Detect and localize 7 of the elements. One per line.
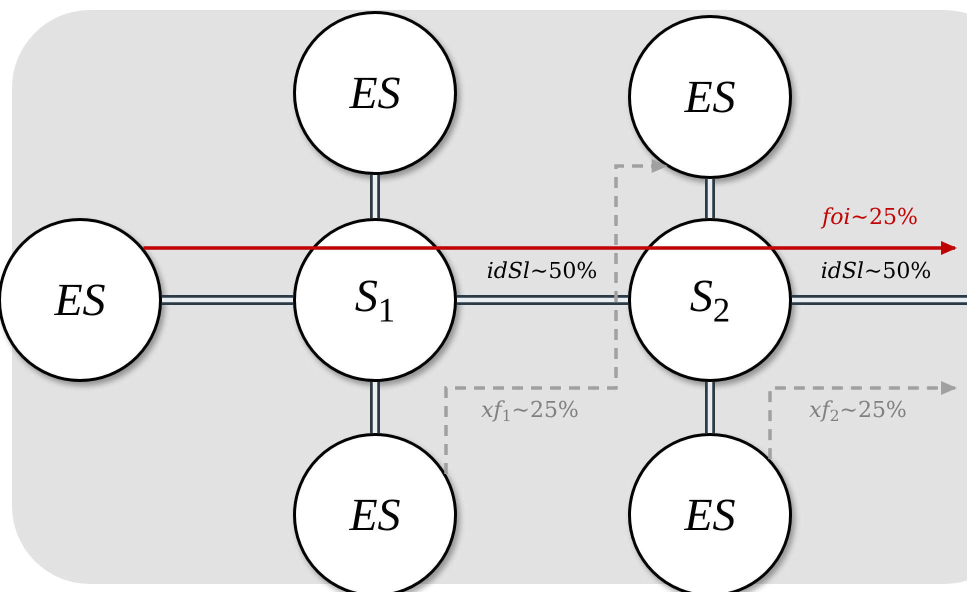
node-label: ES bbox=[684, 492, 736, 538]
node-label: ES bbox=[349, 492, 401, 538]
node-label: S$_{1}$ bbox=[354, 272, 396, 328]
node-label: ES bbox=[54, 277, 106, 323]
node-label: ES bbox=[349, 70, 401, 116]
node-label: ES bbox=[684, 74, 736, 120]
node-label: S$_{2}$ bbox=[690, 272, 730, 328]
